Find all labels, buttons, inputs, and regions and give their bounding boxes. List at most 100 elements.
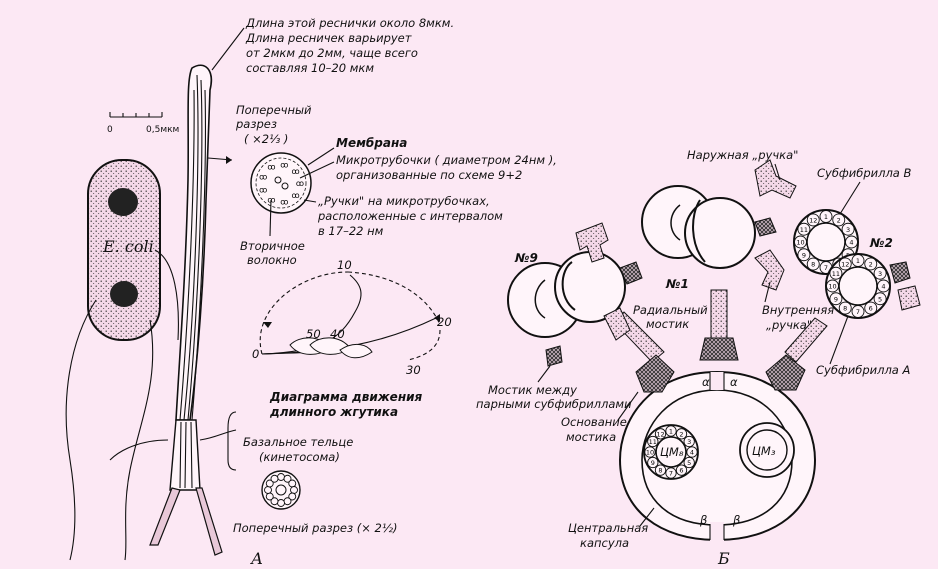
svg-text:ЦМ₃: ЦМ₃ (752, 444, 776, 458)
protofilament (675, 464, 688, 476)
protofilament-number: 4 (690, 449, 694, 457)
doublet-glyph: ꝏ (291, 191, 299, 200)
protofilament-number: 12 (809, 216, 817, 224)
protofilament-number: 10 (796, 239, 804, 247)
protofilament-number: 3 (846, 226, 850, 234)
n1-label: №1 (665, 277, 689, 291)
protofilament (864, 257, 878, 271)
svg-text:10: 10 (337, 258, 352, 272)
svg-text:волокно: волокно (247, 253, 297, 267)
protofilament (806, 213, 820, 227)
svg-text:в 17–22 нм: в 17–22 нм (318, 224, 384, 238)
motion-diagram: 10 20 30 40 50 0 Диаграмма движения длин… (252, 258, 452, 419)
protofilament (873, 266, 887, 280)
protofilament-number: 3 (687, 438, 691, 446)
svg-text:20: 20 (437, 315, 452, 329)
membrane-label: Мембрана (336, 136, 407, 150)
svg-text:расположенные с интервалом: расположенные с интервалом (317, 209, 503, 223)
note-line-2: Длина ресничек варьирует (245, 31, 412, 45)
svg-text:Микротрубочки ( диаметром 24нм: Микротрубочки ( диаметром 24нм ), (336, 153, 557, 167)
svg-text:Основание: Основание (561, 415, 627, 429)
protofilament (264, 486, 272, 494)
basal-cross-section: Поперечный разрез (× 2½) (233, 470, 398, 535)
protofilament (277, 499, 285, 507)
protofilament (873, 292, 887, 306)
n9-label: №9 (514, 251, 538, 265)
panel-b-label: Б (717, 549, 730, 568)
svg-text:β: β (732, 513, 740, 527)
protofilament-number: 8 (843, 305, 847, 313)
svg-text:организованные по схеме 9+2: организованные по схеме 9+2 (336, 168, 522, 182)
protofilament-number: 2 (679, 430, 683, 438)
svg-text:длинного жгутика: длинного жгутика (269, 405, 398, 419)
protofilament-number: 8 (811, 261, 815, 269)
protofilament-number: 6 (869, 305, 873, 313)
protofilament (277, 473, 285, 481)
svg-text:Центральная: Центральная (568, 521, 648, 535)
protofilament-number: 12 (841, 260, 849, 268)
protofilament (654, 428, 667, 440)
protofilament (283, 497, 292, 506)
doublet-glyph: ꝏ (267, 195, 275, 204)
svg-text:Внутренняя: Внутренняя (762, 303, 834, 317)
doublet-1: №1 (641, 159, 797, 291)
protofilament-number: 2 (869, 260, 873, 268)
protofilament (647, 435, 659, 448)
svg-text:50: 50 (306, 327, 321, 341)
protofilament (841, 222, 855, 236)
protofilament-number: 11 (832, 270, 840, 278)
svg-text:Мостик между: Мостик между (488, 383, 577, 397)
svg-text:мостик: мостик (646, 317, 689, 331)
cross-section-callouts: Мембрана Микротрубочки ( диаметром 24нм … (240, 136, 557, 267)
protofilament (838, 301, 852, 315)
protofilament (283, 474, 292, 483)
protofilament (683, 435, 695, 448)
protofilament (647, 456, 659, 469)
svg-text:30: 30 (406, 363, 421, 377)
svg-text:мостика: мостика (566, 430, 616, 444)
svg-text:разрез: разрез (235, 117, 277, 131)
protofilament (797, 222, 811, 236)
note-line-1: Длина этой реснички около 8мкм. (245, 16, 454, 30)
svg-text:α: α (730, 375, 738, 389)
svg-text:α: α (702, 375, 710, 389)
doublet-glyph: ꝏ (259, 185, 267, 194)
protofilament (270, 474, 279, 483)
doublet-glyph: ꝏ (259, 173, 267, 182)
panel-a-label: А (250, 549, 263, 568)
ecoli-cell: E. coli (65, 159, 179, 561)
panel-b-labels: Наружная „ручка" Субфибрилла В Радиальны… (476, 148, 912, 550)
svg-text:Наружная „ручка": Наружная „ручка" (687, 148, 798, 162)
svg-text:Диаграмма движения: Диаграмма движения (269, 390, 423, 404)
note-line-4: составляя 10–20 мкм (246, 61, 374, 75)
svg-text:40: 40 (330, 327, 345, 341)
protofilament-number: 7 (824, 264, 828, 272)
protofilament-number: 9 (651, 459, 655, 467)
doublet-glyph: ꝏ (291, 167, 299, 176)
protofilament (654, 464, 667, 476)
svg-text:β: β (699, 513, 707, 527)
svg-text:„ручка": „ручка" (766, 318, 812, 332)
protofilament-number: 5 (687, 459, 691, 467)
svg-text:Субфибрилла А: Субфибрилла А (816, 363, 911, 377)
protofilament-number: 10 (828, 283, 836, 291)
svg-text:Субфибрилла В: Субфибрилла В (817, 166, 912, 180)
protofilament (288, 479, 297, 488)
svg-text:„Ручки" на микротрубочках,: „Ручки" на микротрубочках, (318, 194, 490, 208)
svg-text:Базальное тельце: Базальное тельце (243, 435, 353, 449)
scale-bar: 0 0,5мкм (107, 112, 179, 135)
protofilament-number: 7 (669, 470, 673, 478)
doublet-glyph: ꝏ (280, 198, 288, 207)
protofilament-number: 10 (646, 449, 654, 457)
svg-text:Вторичное: Вторичное (240, 239, 305, 253)
svg-text:парными субфибриллами: парными субфибриллами (476, 397, 632, 411)
protofilament-number: 11 (800, 226, 808, 234)
protofilament-number: 1 (856, 257, 860, 265)
n2-label: №2 (869, 236, 893, 250)
svg-text:Поперечный разрез (× 2½): Поперечный разрез (× 2½) (233, 521, 398, 535)
protofilament-number: 9 (802, 251, 806, 259)
